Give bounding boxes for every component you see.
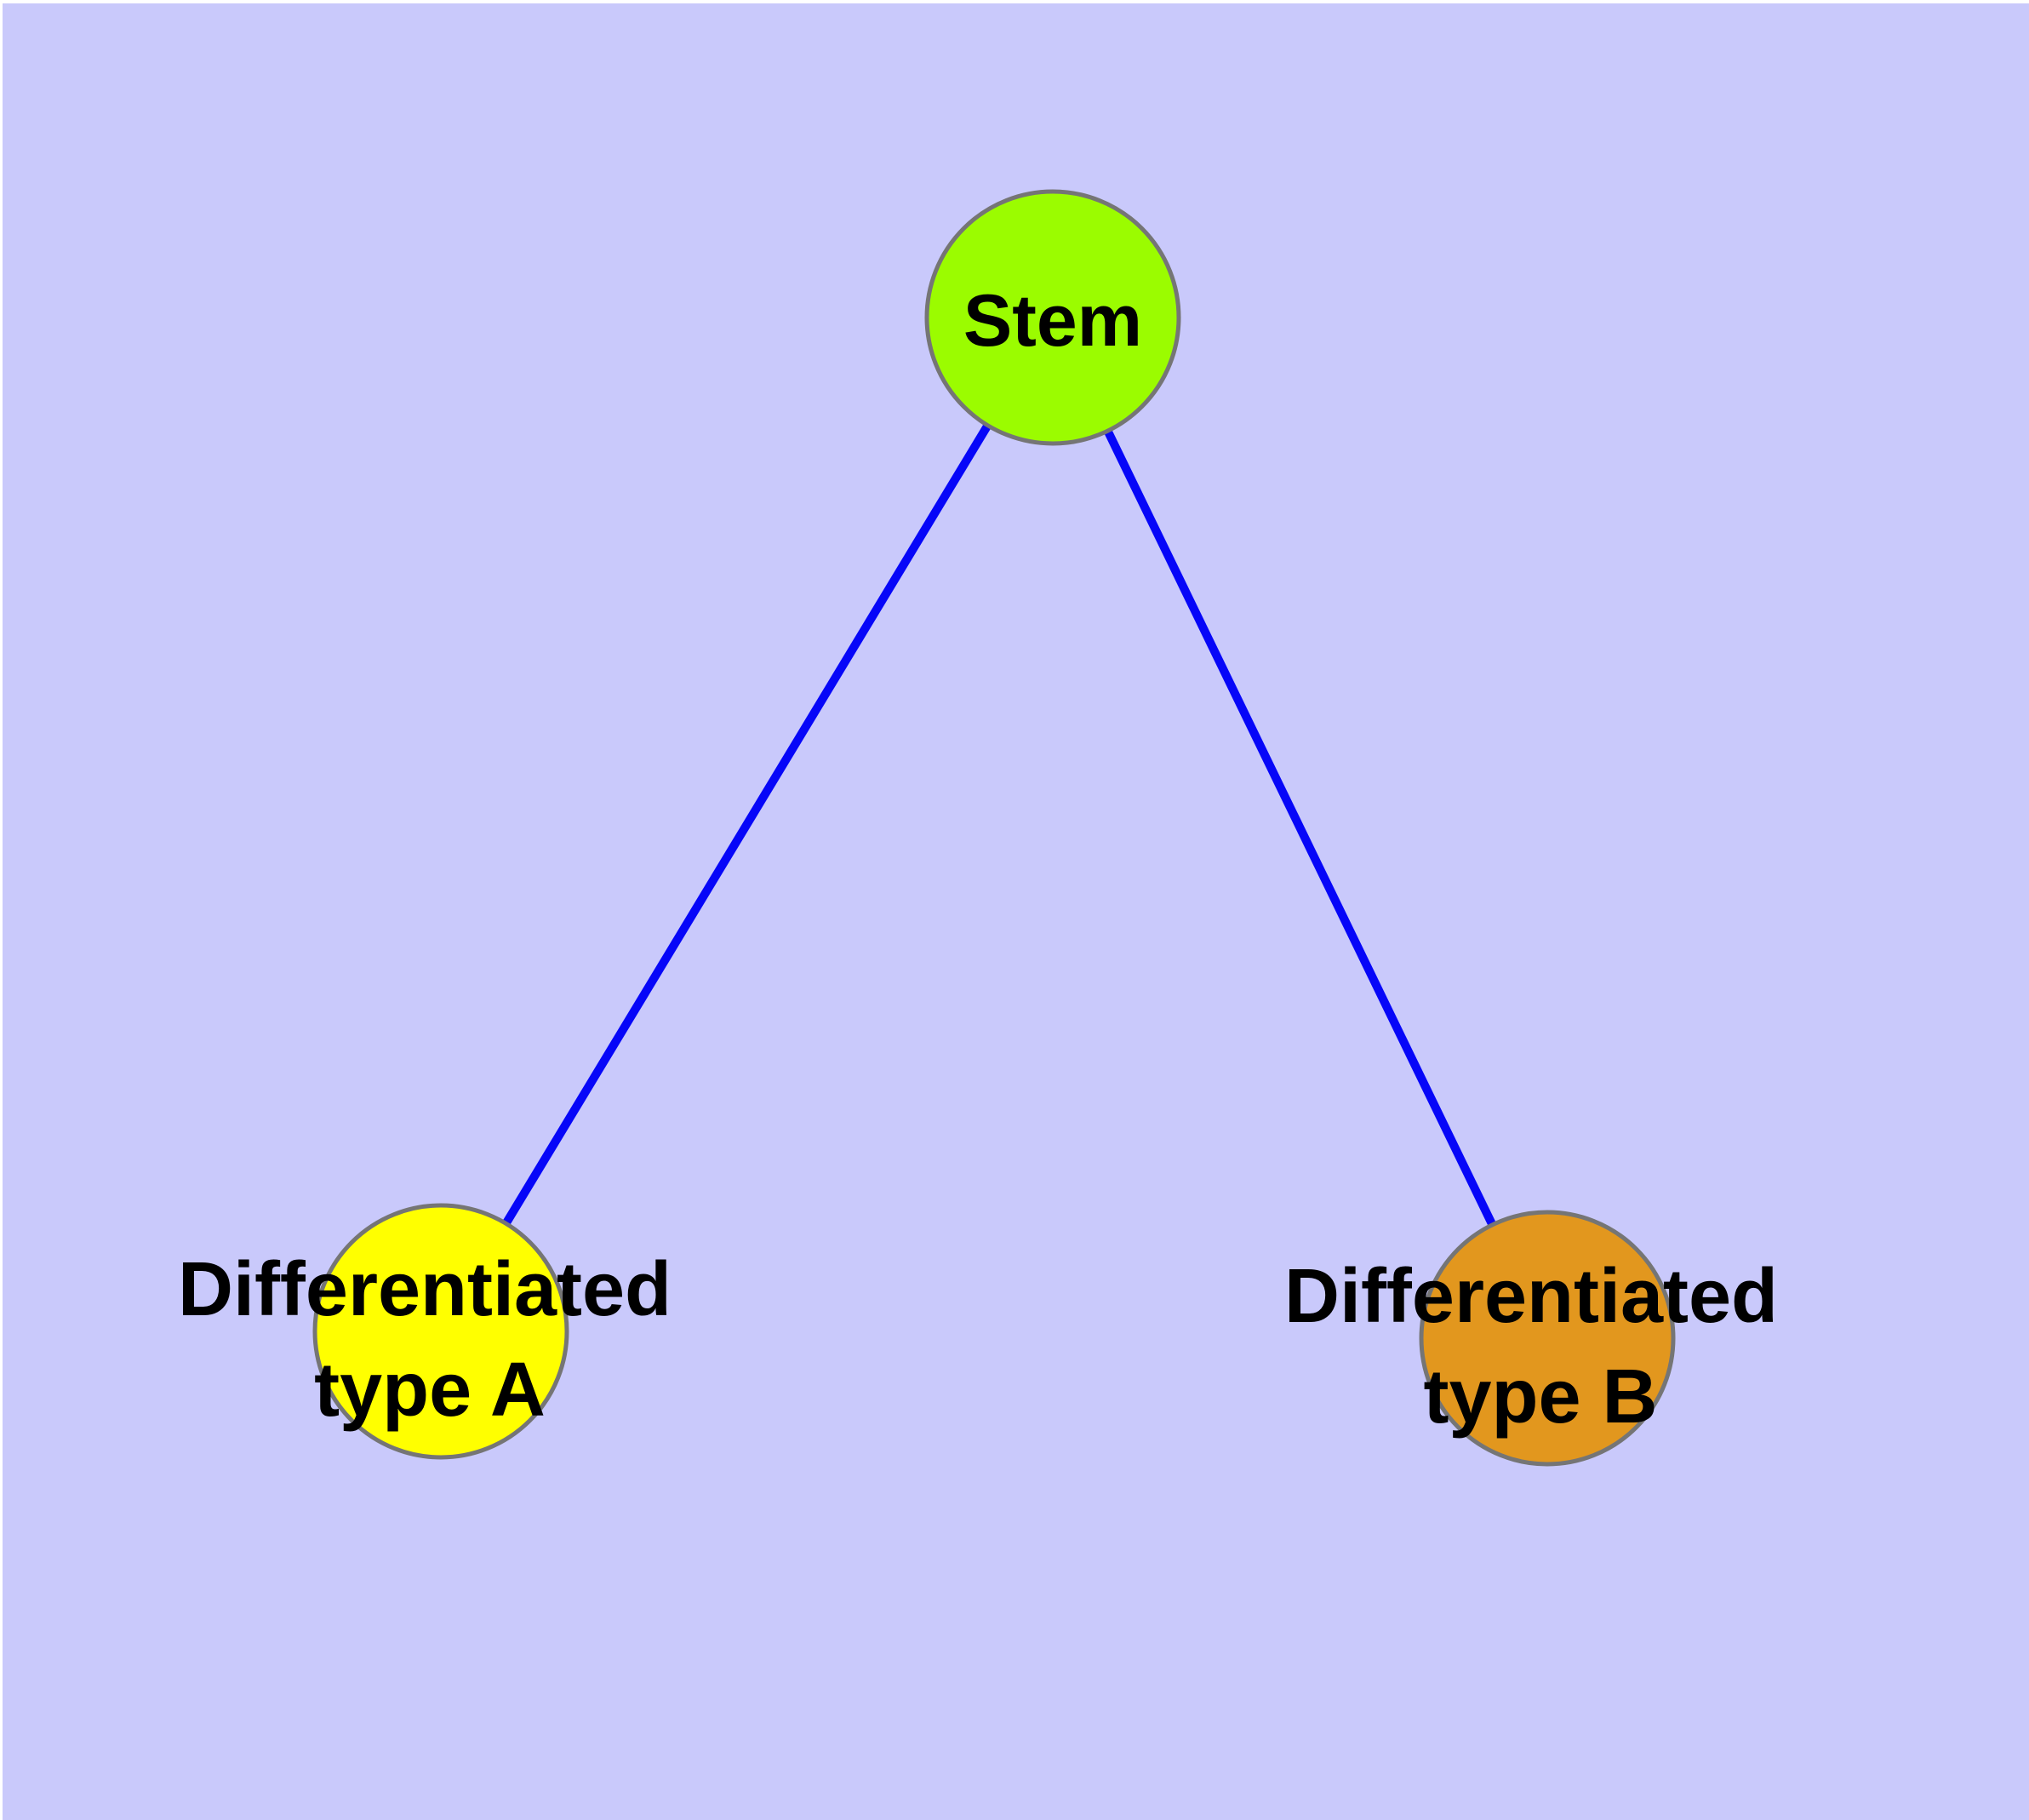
node-stem (924, 189, 1181, 446)
node-type-b-label-line2: type B (1423, 1354, 1657, 1439)
edge-stem-to-type-a (437, 315, 1057, 1334)
node-differentiated-type-a (312, 1203, 569, 1460)
node-stem-label: Stem (963, 280, 1142, 362)
node-type-b-label-line1: Differentiated (1284, 1254, 1778, 1339)
node-type-a-label-line2: type A (314, 1348, 546, 1433)
node-type-a-label-line1: Differentiated (178, 1247, 672, 1332)
edge-stem-to-type-b (1049, 315, 1552, 1341)
node-differentiated-type-b (1419, 1210, 1676, 1467)
